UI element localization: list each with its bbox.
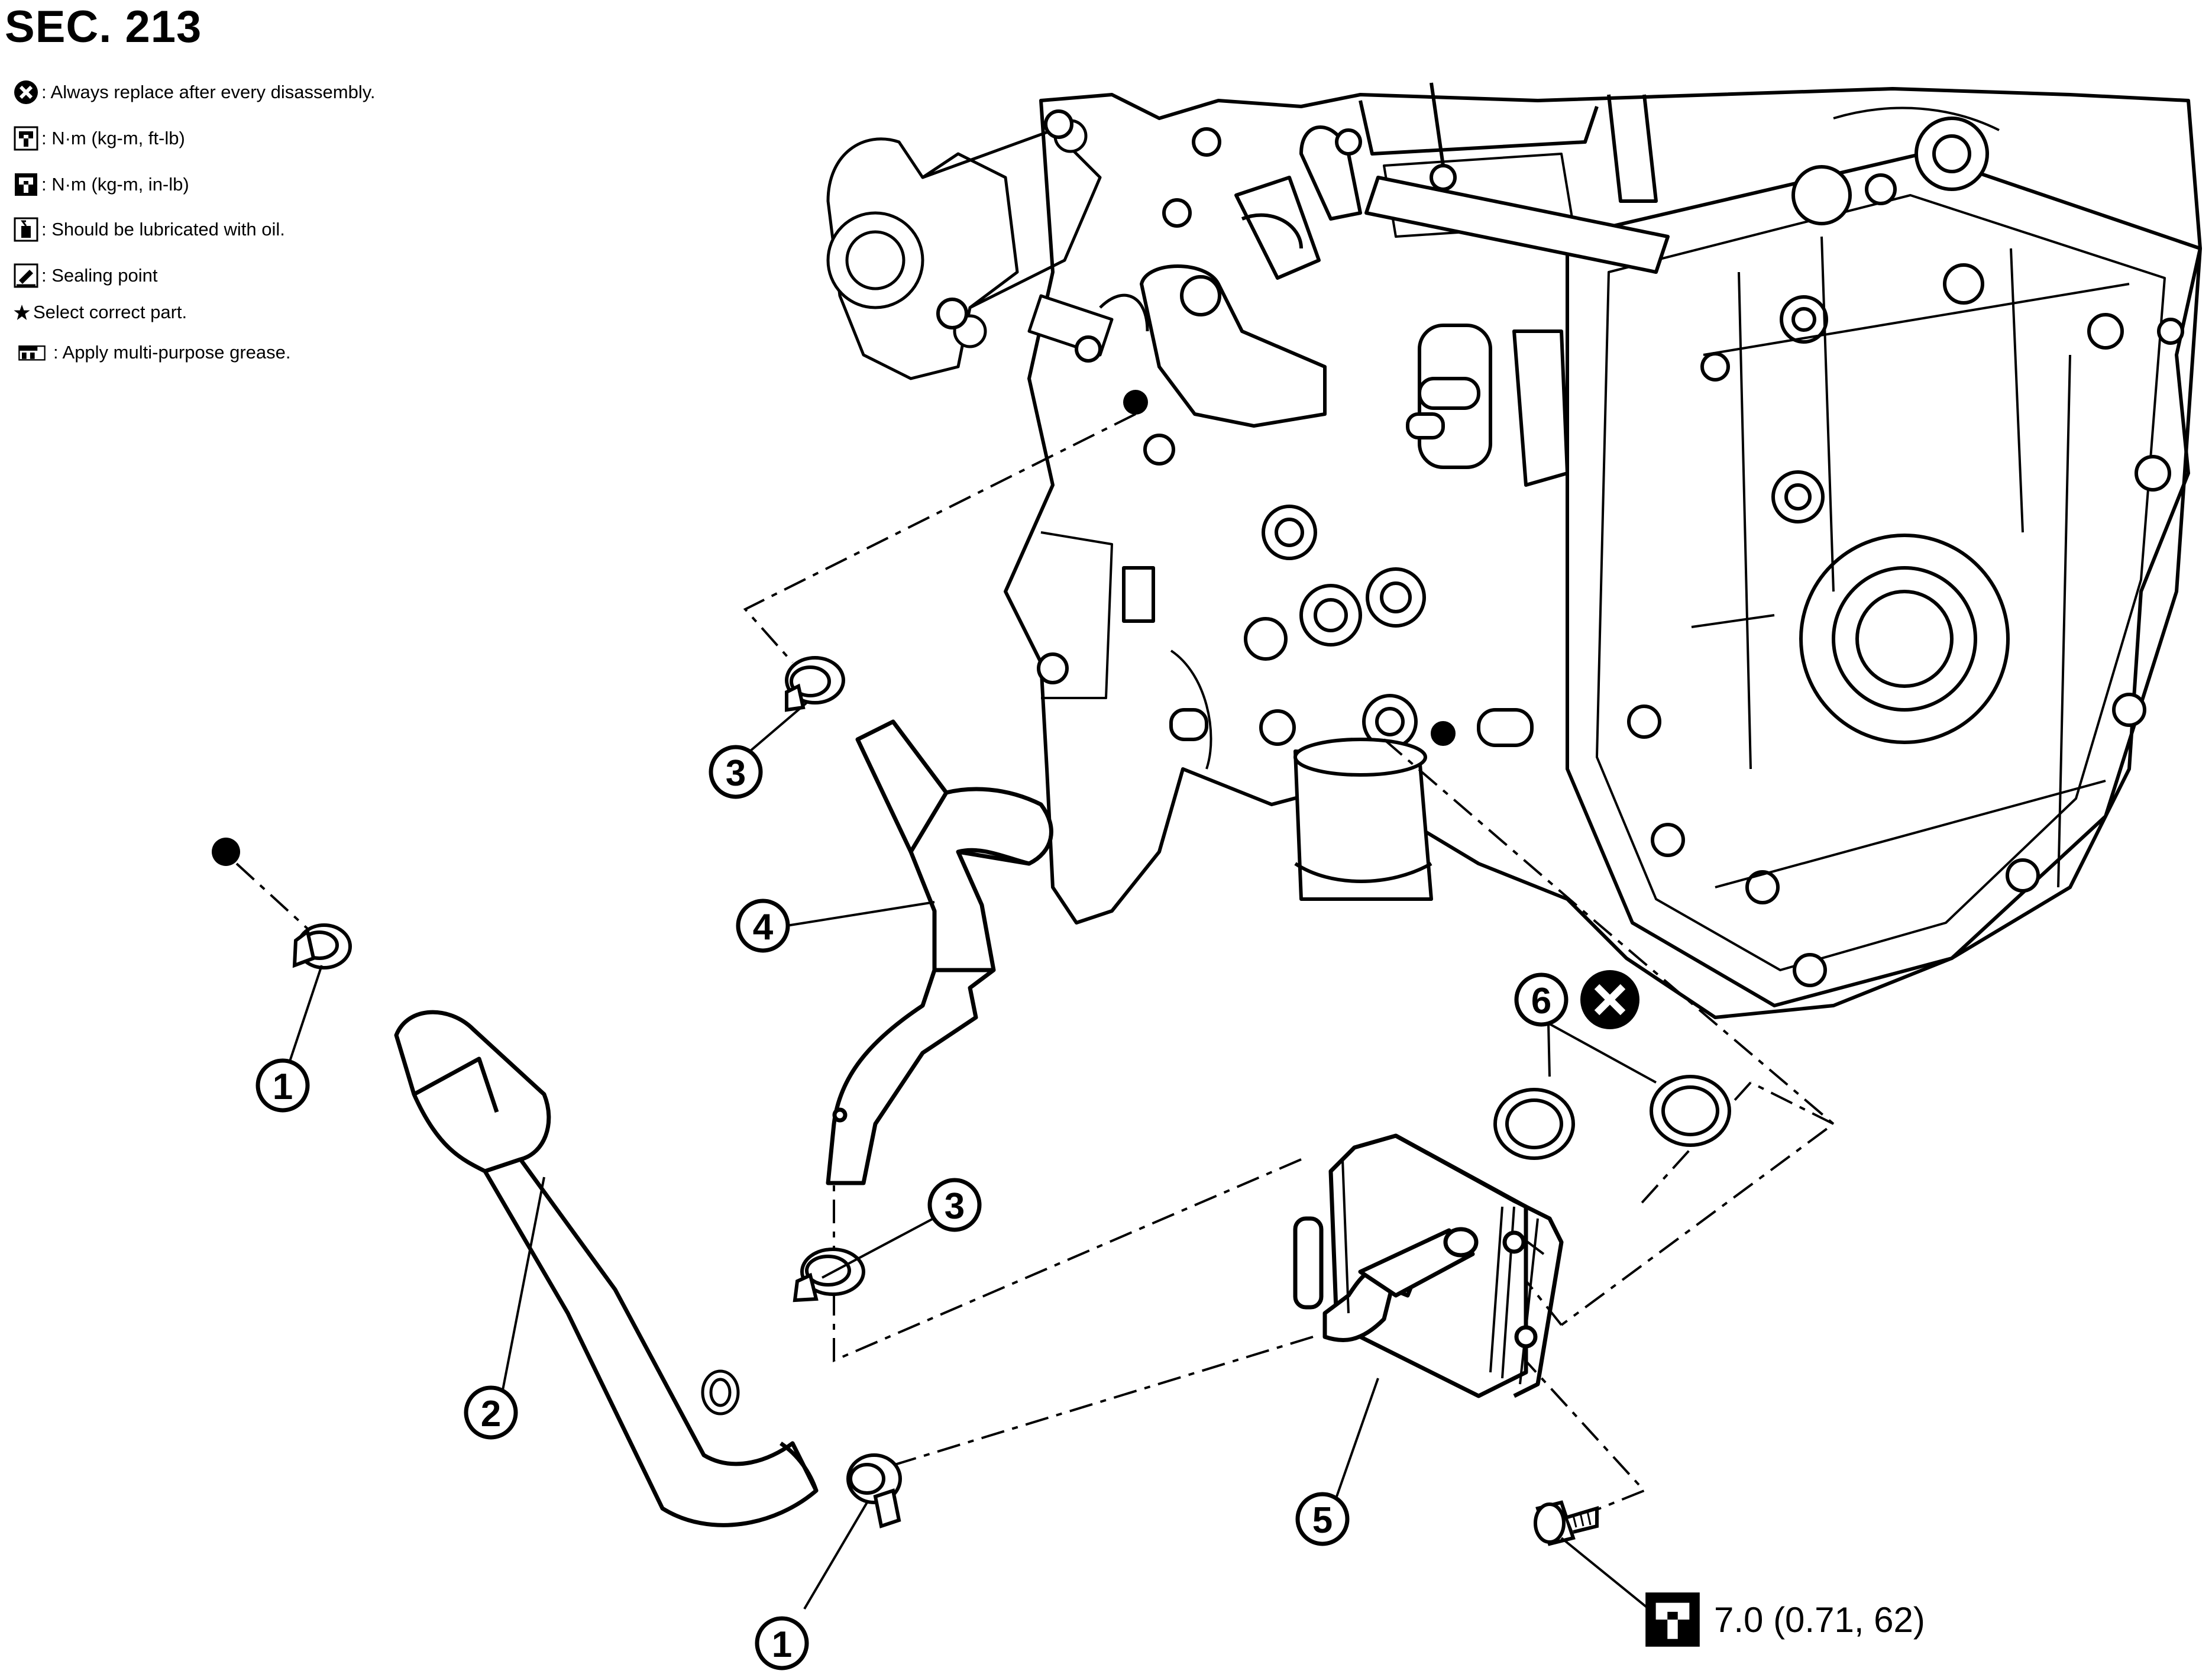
svg-text:4: 4 xyxy=(753,907,774,948)
svg-text:3: 3 xyxy=(726,753,746,794)
torque-in-lb-icon xyxy=(1645,1592,1700,1647)
svg-text:3: 3 xyxy=(945,1186,965,1227)
torque-value: 7.0 (0.71, 62) xyxy=(1714,1599,1925,1640)
svg-text:1: 1 xyxy=(273,1067,293,1107)
hose-clamp-part-1a xyxy=(292,923,352,970)
legend-item-grease: : Apply multi-purpose grease. xyxy=(13,342,291,363)
hose-clamp-part-1b xyxy=(846,1453,902,1528)
callout-4: 4 xyxy=(736,899,790,953)
callout-5: 5 xyxy=(1295,1492,1350,1546)
svg-text:1: 1 xyxy=(772,1624,792,1665)
grease-icon xyxy=(18,345,46,361)
always-replace-icon xyxy=(1580,970,1639,1029)
legend-text: : N·m (kg-m, in-lb) xyxy=(41,174,189,195)
callout-3a: 3 xyxy=(709,745,763,799)
legend-item-replace: : Always replace after every disassembly… xyxy=(13,79,376,105)
always-replace-icon xyxy=(14,80,38,104)
hose-clamp-part-3a xyxy=(785,656,845,712)
legend-text: : Always replace after every disassembly… xyxy=(41,82,376,102)
legend-item-oil: : Should be lubricated with oil. xyxy=(13,216,285,243)
oil-can-icon xyxy=(14,217,38,242)
legend-item-torque-in-lb: : N·m (kg-m, in-lb) xyxy=(13,172,189,198)
torque-spec: 7.0 (0.71, 62) xyxy=(1644,1591,1925,1648)
section-title: SEC. 213 xyxy=(5,2,202,52)
legend-item-torque-ft-lb: : N·m (kg-m, ft-lb) xyxy=(13,125,185,151)
legend-item-sealing: : Sealing point xyxy=(13,263,157,289)
legend-item-star: Select correct part. xyxy=(13,302,187,323)
mounting-bolt xyxy=(1534,1500,1599,1546)
leader-lines xyxy=(287,702,1663,1621)
water-hose-part-2 xyxy=(394,1010,819,1527)
legend-text: : Apply multi-purpose grease. xyxy=(53,342,291,363)
torque-in-lb-icon xyxy=(15,173,37,196)
o-ring-part-6 xyxy=(1493,1075,1731,1160)
callout-3b: 3 xyxy=(927,1178,982,1232)
torque-ft-lb-icon xyxy=(14,126,38,151)
engine-block xyxy=(826,82,2202,1019)
callout-6: 6 xyxy=(1514,972,1569,1027)
legend-text: : Should be lubricated with oil. xyxy=(41,219,285,240)
svg-text:5: 5 xyxy=(1312,1500,1333,1541)
sealing-bullet-marker xyxy=(212,838,240,866)
sealing-point-icon xyxy=(14,263,38,288)
legend-text: Select correct part. xyxy=(33,302,187,322)
callout-1b: 1 xyxy=(755,1616,809,1670)
callout-1a: 1 xyxy=(256,1058,310,1113)
o-ring-small xyxy=(701,1369,740,1416)
legend-text: : N·m (kg-m, ft-lb) xyxy=(41,128,185,148)
sealing-bullet-marker xyxy=(1123,390,1148,415)
svg-text:6: 6 xyxy=(1531,981,1551,1022)
water-hose-part-4 xyxy=(826,719,1053,1185)
svg-text:2: 2 xyxy=(481,1394,501,1434)
legend-text: : Sealing point xyxy=(41,265,158,286)
star-icon xyxy=(14,305,30,320)
oil-cooler-part-5 xyxy=(1293,1133,1564,1398)
callout-2: 2 xyxy=(464,1385,518,1440)
